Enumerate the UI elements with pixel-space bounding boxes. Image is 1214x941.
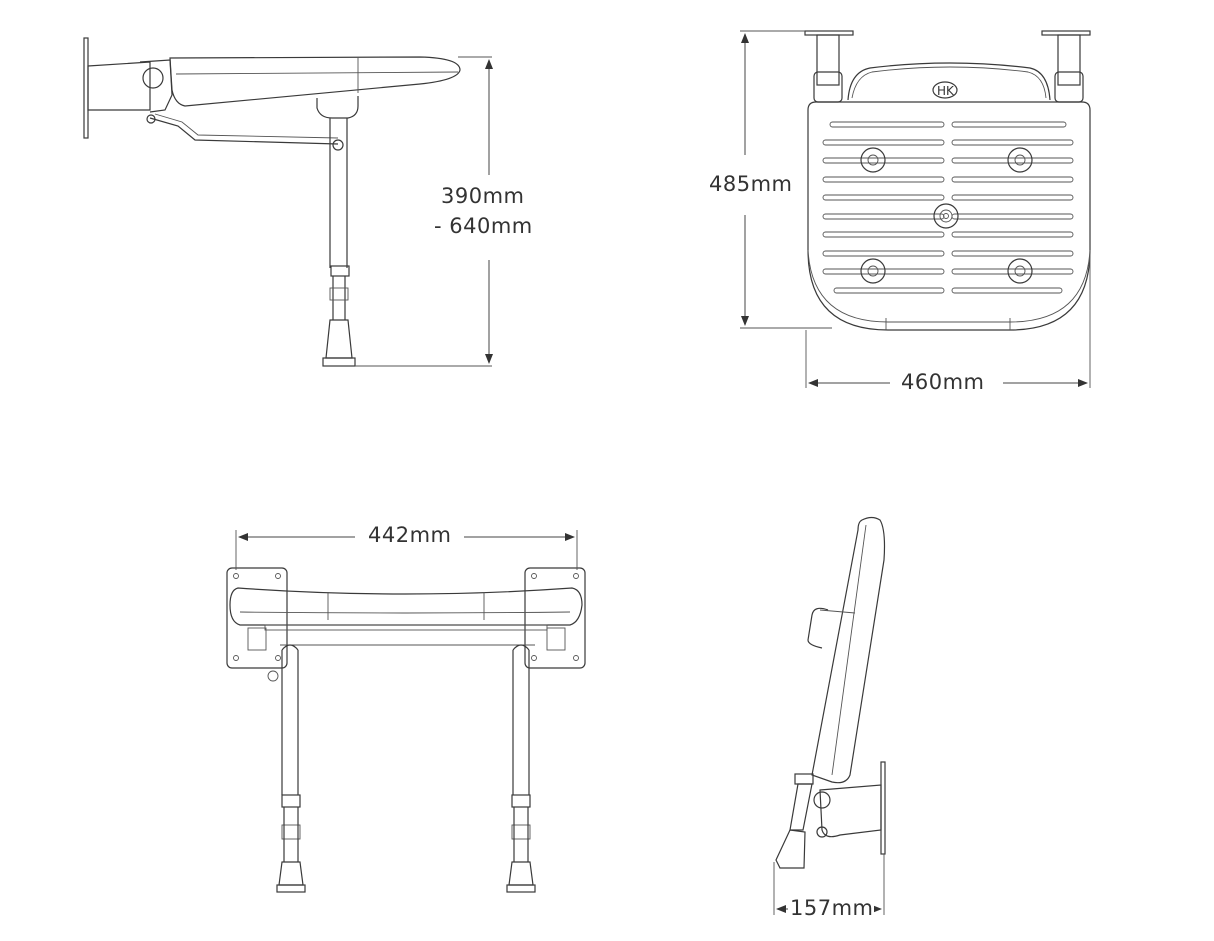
- front-view: [226, 530, 586, 893]
- folded-depth-label: 157mm: [790, 896, 874, 920]
- side-height-label-max: - 640mm: [434, 214, 533, 238]
- folded-view: [773, 516, 886, 915]
- side-view: [83, 37, 493, 367]
- top-view: HK: [740, 30, 1091, 388]
- side-height-label-min: 390mm: [441, 184, 525, 208]
- top-depth-label: 485mm: [709, 172, 793, 196]
- front-width-label: 442mm: [368, 523, 452, 547]
- top-width-label: 460mm: [901, 370, 985, 394]
- brand-logo-icon: [932, 81, 958, 99]
- svg-text:HK: HK: [937, 84, 955, 98]
